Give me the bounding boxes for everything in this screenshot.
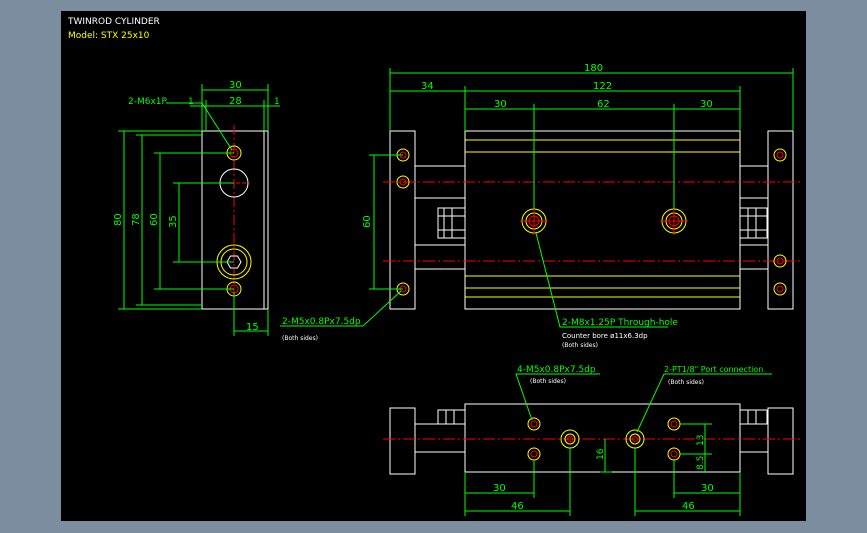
front-rod-lower-r [739,244,769,270]
front-dim-30b: 30 [700,99,713,110]
bottom-rod-left [414,423,466,453]
side-dim-60: 60 [149,213,160,226]
side-left-dim-lines [118,130,234,310]
front-body-lines [465,139,740,298]
front-rod-lower [414,244,466,270]
bottom-view: 30 46 30 46 16 13 8.5 4-M5x0.8Px7.5dp (B… [383,365,800,516]
front-dim-122: 122 [593,81,612,92]
front-dim-180: 180 [584,63,603,74]
front-fitting-left [437,207,466,239]
front-view: 180 34 122 30 62 30 60 2-M5x0.8Px7.5dp (… [280,63,800,349]
front-dim-30a: 30 [494,99,507,110]
side-dim-78: 78 [131,213,142,226]
front-callout-m8: 2-M8x1.25P Through-hole [562,318,678,328]
bottom-dim-46a: 46 [511,501,524,512]
front-dim-62: 62 [597,99,610,110]
front-callout-m5-sub: (Both sides) [282,335,318,342]
front-dim-60: 60 [362,215,373,228]
front-left-dim-lines [369,154,403,290]
front-fitting-right [739,207,768,239]
side-callout-m6: 2-M6x1P [128,97,168,107]
front-left-plate [389,130,416,310]
bottom-rod-right [739,423,769,453]
side-dim-28: 28 [229,96,242,107]
side-dim-35: 35 [168,215,179,228]
bottom-callout-pt-sub: (Both sides) [668,379,704,386]
front-top-dim-lines [389,68,794,209]
front-counterbore-right [660,207,688,235]
side-top-dim-lines [166,84,280,151]
front-callout-m8-leader [535,232,668,328]
bottom-dim-46b: 46 [682,501,695,512]
bottom-dim-13: 13 [696,435,706,446]
side-dim-30: 30 [229,80,242,91]
side-view: 30 28 1 1 2-M6x1P 80 78 60 35 [113,80,280,336]
front-right-plate [767,130,794,310]
bottom-fittings [437,409,768,425]
front-dim-34: 34 [421,81,434,92]
bottom-left-plate [389,407,416,475]
front-callout-m5: 2-M5x0.8Px7.5dp [282,317,361,327]
bottom-callout-pt-leader [636,373,772,433]
front-plate-holes [396,148,787,296]
bottom-callout-pt: 2-PT1/8" Port connection [664,365,763,374]
side-dim-80: 80 [113,213,124,226]
bottom-dim-30b: 30 [701,483,714,494]
front-callout-m8-line2: Counter bore ø11x6.3dp [562,332,648,340]
bottom-dim-16: 16 [596,448,606,460]
side-bottom-dim-lines [233,292,269,336]
bottom-callout-m5-sub: (Both sides) [530,378,566,385]
side-dim-1b: 1 [274,97,280,107]
side-plate-outline [201,130,269,310]
side-dim-1a: 1 [188,97,194,107]
bottom-callout-m5-leader [515,373,600,421]
drawing-model: Model: STX 25x10 [68,31,150,41]
front-callout-m5-leader [280,290,402,327]
side-dim-15: 15 [246,322,259,333]
cad-drawing: TWINROD CYLINDER Model: STX 25x10 [67,17,800,516]
front-body [464,130,741,310]
bottom-dim-lines [464,423,741,516]
front-callout-m8-sub: (Both sides) [562,342,598,349]
bottom-dim-30a: 30 [493,483,506,494]
bottom-dim-8.5: 8.5 [696,456,706,470]
front-counterbore-left [520,207,548,235]
drawing-canvas: TWINROD CYLINDER Model: STX 25x10 [61,11,806,521]
drawing-title: TWINROD CYLINDER [67,17,160,27]
bottom-callout-m5: 4-M5x0.8Px7.5dp [517,365,596,375]
bottom-right-plate [767,407,794,475]
